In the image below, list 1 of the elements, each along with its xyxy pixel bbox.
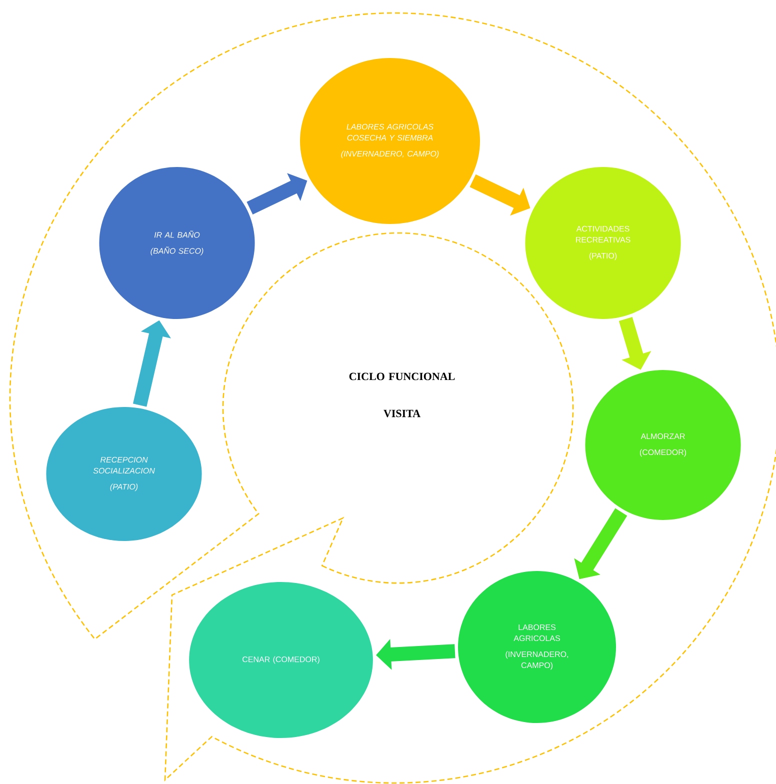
title: CICLO FUNCIONAL VISITA	[349, 372, 455, 418]
